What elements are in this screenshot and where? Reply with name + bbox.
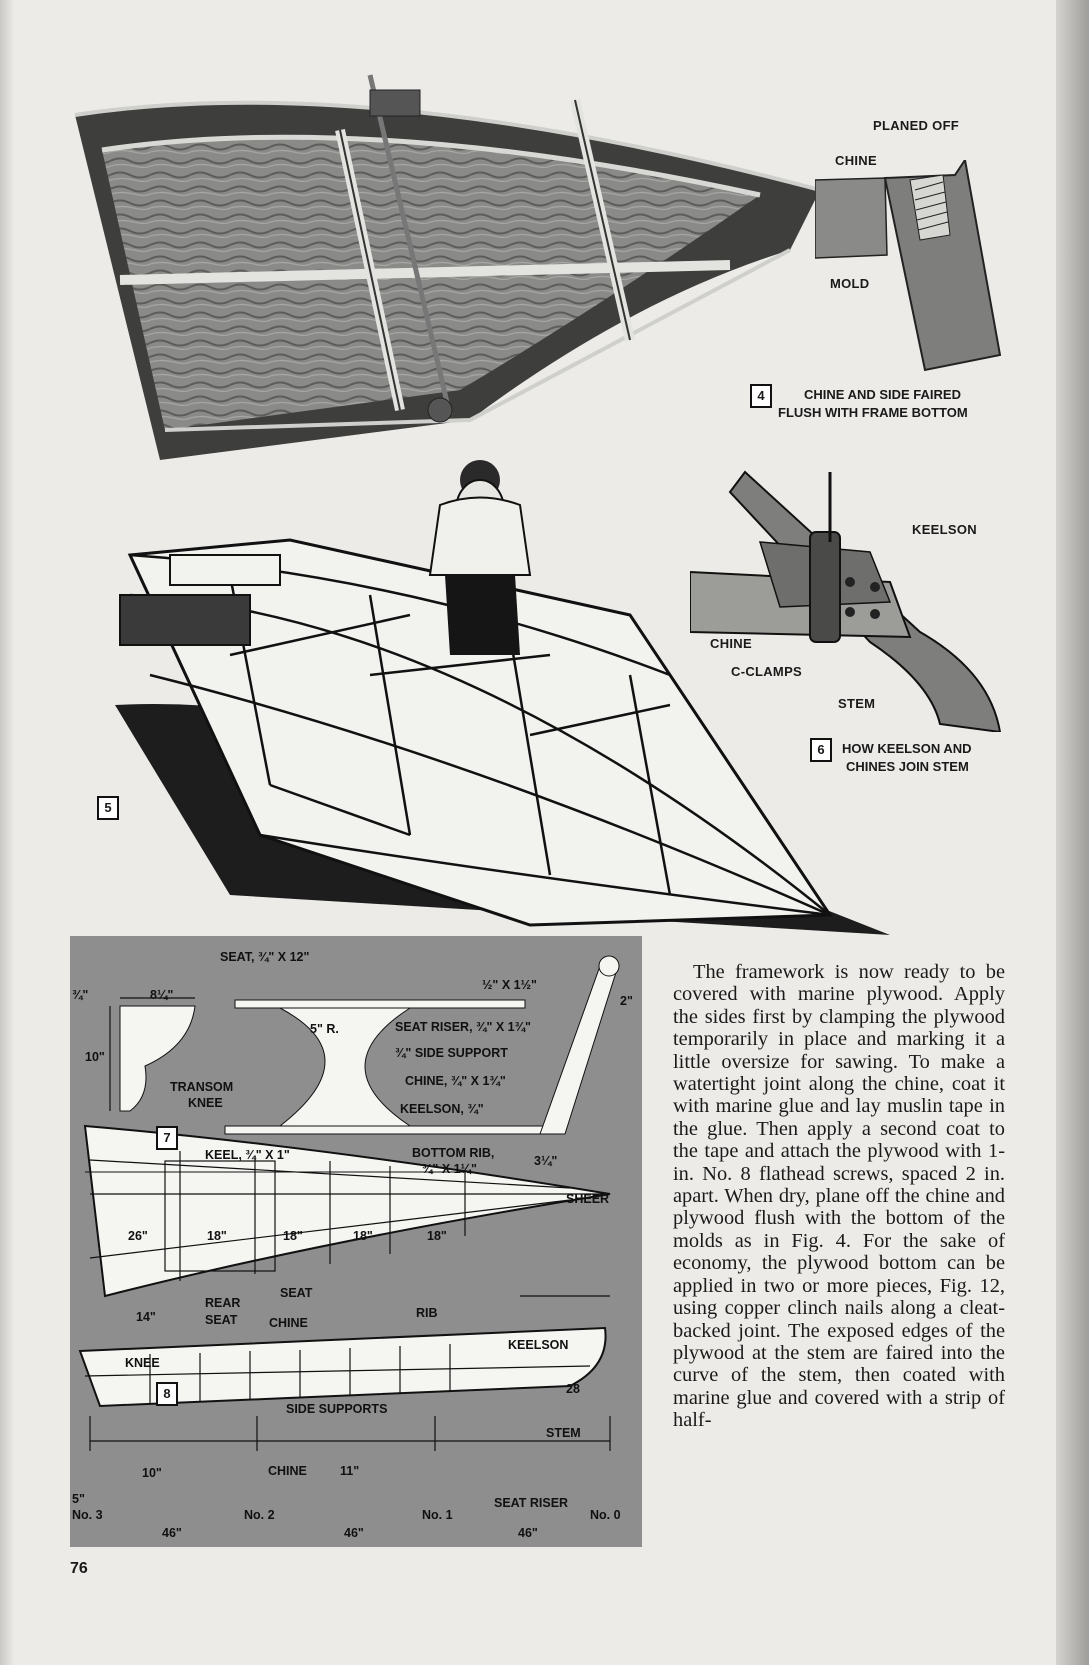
fig8-dim-26: 26" [128,1229,148,1243]
plans-drawing-lines [78,955,620,1451]
fig6-caption-line1: HOW KEELSON AND [842,741,972,756]
fig7-label-side-support: ¾" SIDE SUPPORT [395,1046,508,1060]
fig7-label-eight-quarter: 8¼" [150,988,174,1002]
fig4-caption-line2: FLUSH WITH FRAME BOTTOM [778,405,968,420]
fig8-dim-18c: 18" [353,1229,373,1243]
fig6-number-box: 6 [810,738,832,762]
fig8-dim-18a: 18" [207,1229,227,1243]
fig8-label-chine: CHINE [269,1316,308,1330]
frame-assembly-illustration [115,460,890,935]
fig4-label-chine: CHINE [835,153,877,168]
fig8-label-seat: SEAT [280,1286,313,1300]
fig7-label-keelson: KEELSON, ¾" [400,1102,484,1116]
fig7-label-half-x: ½" X 1½" [482,978,537,992]
fig8-label-no3: No. 3 [72,1508,103,1522]
fig8-label-no2: No. 2 [244,1508,275,1522]
article-paragraph: The framework is now ready to be covered… [673,961,1005,1432]
fig7-number-box: 7 [156,1126,178,1150]
fig8-dim-46a: 46" [162,1526,182,1540]
fig7-label-keel: KEEL, ¾" X 1" [205,1148,290,1162]
fig8-label-seat-riser: SEAT RISER [494,1496,569,1510]
fig8-label-stem: STEM [546,1426,581,1440]
article-body-text: The framework is now ready to be covered… [673,961,1005,1432]
fig8-label-knee: KNEE [125,1356,160,1370]
hull-interior-illustration [74,74,821,461]
fig8-label-rear-seat: SEAT [205,1313,238,1327]
fig4-label-mold: MOLD [830,276,870,291]
fig8-label-keelson: KEELSON [508,1338,569,1352]
fig8-dim-11: 11" [340,1464,360,1478]
fig6-keelson-stem-drawing [690,470,1002,732]
fig7-label-seat: SEAT, ¾" X 12" [220,950,310,964]
fig8-dim-46c: 46" [518,1526,538,1540]
fig8-label-side-supports: SIDE SUPPORTS [286,1402,388,1416]
fig7-label-transom: TRANSOM [170,1080,234,1094]
fig4-caption-line1: CHINE AND SIDE FAIRED [804,387,961,402]
fig4-label-planed-off: PLANED OFF [873,118,960,133]
page-gutter-shadow [0,0,14,1665]
fig8-number-box: 8 [156,1382,178,1406]
fig4-number-box: 4 [750,384,772,408]
fig5-number-box: 5 [97,796,119,820]
fig8-dim-18d: 18" [427,1229,447,1243]
fig8-dim-46b: 46" [344,1526,364,1540]
fig8-dim-14: 14" [136,1310,156,1324]
fig7-label-bottom-rib-size: ¾" X 1¼" [422,1162,477,1176]
plans-panel: SEAT, ¾" X 12" ½" X 1½" 2" ¾" 8¼" 10" 5"… [70,936,642,1547]
fig8-dim-10: 10" [142,1466,162,1480]
fig8-label-no1: No. 1 [422,1508,453,1522]
fig8-dim-28: 28 [566,1382,580,1396]
fig7-label-two: 2" [620,994,633,1008]
fig6-label-stem: STEM [838,696,876,711]
fig8-label-chine-2: CHINE [268,1464,307,1478]
fig6-label-c-clamps: C-CLAMPS [731,664,803,679]
fig7-label-five-r: 5" R. [310,1022,339,1036]
fig4-chine-detail-drawing [815,160,1002,372]
page-number: 76 [70,1560,88,1577]
fig7-label-three-quarter-2: 3¼" [534,1154,558,1168]
fig7-label-three-quarter: ¾" [72,988,89,1002]
fig6-label-keelson: KEELSON [912,522,977,537]
fig8-label-sheer: SHEER [566,1192,610,1206]
fig7-label-knee: KNEE [188,1096,223,1110]
fig8-label-rib: RIB [416,1306,438,1320]
fig8-label-no0: No. 0 [590,1508,621,1522]
fig6-caption-line2: CHINES JOIN STEM [846,759,969,774]
fig8-label-rear: REAR [205,1296,241,1310]
fig7-label-seat-riser: SEAT RISER, ¾" X 1¾" [395,1020,531,1034]
fig8-dim-18b: 18" [283,1229,303,1243]
fig8-dim-5: 5" [72,1492,85,1506]
fig7-label-ten: 10" [85,1050,105,1064]
fig6-label-chine: CHINE [710,636,752,651]
fig7-label-chine: CHINE, ¾" X 1¾" [405,1074,506,1088]
fig7-label-bottom-rib: BOTTOM RIB, [412,1146,495,1160]
page-edge-shadow [1056,0,1089,1665]
